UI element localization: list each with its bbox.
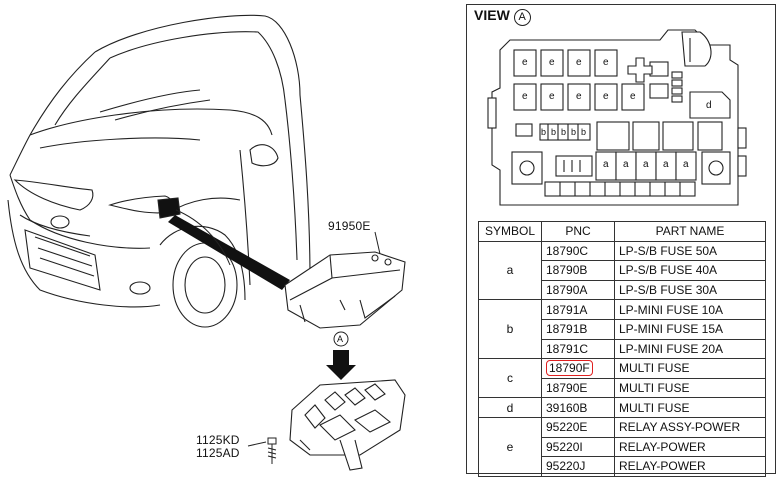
slot-label-a: a [623,159,629,170]
header-symbol: SYMBOL [478,221,542,242]
slot-label-e: e [576,57,582,68]
fuse-box-cover [284,251,406,329]
part-name-cell: RELAY-POWER [614,436,766,458]
symbol-cell: b [478,299,542,360]
slot-label-e: e [549,57,555,68]
symbol-cell: e [478,416,542,477]
table-row: b 18791A LP-MINI FUSE 10A [478,299,766,360]
slot-label-b: b [541,127,547,137]
bolt-label-1: 1125KD [196,433,240,447]
pnc-cell: 95220J [541,456,615,477]
table-row: 95220I RELAY-POWER [479,436,766,458]
fuse-box-top-view [487,29,747,206]
table-row: d 39160B MULTI FUSE [478,397,766,418]
symbol-cell: d [478,397,542,418]
highlighted-pnc[interactable]: 18790F [546,360,593,377]
pnc-cell: 18791A [541,299,615,320]
slot-label-a: a [643,159,649,170]
leader-bands [168,209,290,290]
view-marker-circle: A [513,9,531,26]
car-illustration [7,14,311,328]
slot-label-e: e [630,91,636,102]
bolt [247,437,277,464]
bolt-label-2: 1125AD [196,446,240,460]
part-name-cell: RELAY ASSY-POWER [614,416,766,438]
cover-leader-line [374,231,381,255]
slot-label-b: b [551,127,557,137]
table-row: 18791B LP-MINI FUSE 15A [479,318,766,340]
pnc-cell: 18791C [541,338,615,360]
pnc-cell: 18791B [541,318,615,340]
slot-label-e: e [576,91,582,102]
table-row: a 18790C LP-S/B FUSE 50A [478,240,766,301]
part-name-cell: LP-S/B FUSE 30A [614,279,766,301]
pnc-cell: 18790C [541,240,615,262]
view-marker-text: A [518,11,526,23]
part-name-cell: LP-S/B FUSE 40A [614,260,766,281]
slot-label-a: a [663,159,669,170]
pnc-cell: 18790B [541,260,615,281]
cover-part-label: 91950E [328,219,371,233]
symbol-cell: a [478,240,542,301]
view-arrow [326,331,356,380]
table-row: e 95220E RELAY ASSY-POWER [478,416,766,477]
fuse-box-body [289,379,406,471]
parts-table: SYMBOL PNC PART NAME a 18790C LP-S/B FUS… [478,221,766,477]
part-name-cell: LP-MINI FUSE 20A [614,338,766,360]
pnc-cell: 39160B [541,397,615,418]
symbol-cell: c [478,358,542,399]
slot-label-e: e [522,57,528,68]
part-name-cell: RELAY-POWER [614,456,766,477]
view-title-text: VIEW [474,7,510,23]
part-name-cell: LP-MINI FUSE 10A [614,299,766,320]
slot-label-a: a [603,159,609,170]
table-row: c 18790F MULTI FUSE [478,358,766,399]
slot-label-a: a [683,159,689,170]
slot-label-b: b [581,127,587,137]
slot-label-d: d [706,100,712,111]
table-row: 95220J RELAY-POWER [479,456,766,477]
pnc-cell: 95220I [541,436,615,458]
table-header-row: SYMBOL PNC PART NAME [478,221,766,242]
pnc-cell: 95220E [541,416,615,438]
slot-label-e: e [522,91,528,102]
slot-label-e: e [603,57,609,68]
part-name-cell: MULTI FUSE [614,358,766,379]
pnc-cell: 18790E [541,377,615,399]
table-row: 18790A LP-S/B FUSE 30A [479,279,766,301]
view-title: VIEW A [474,7,531,26]
header-pnc: PNC [541,221,615,242]
part-name-cell: LP-MINI FUSE 15A [614,318,766,340]
part-name-cell: LP-S/B FUSE 50A [614,240,766,262]
table-row: 18790E MULTI FUSE [479,377,766,399]
slot-label-e: e [549,91,555,102]
part-name-cell: MULTI FUSE [614,397,766,418]
slot-label-b: b [571,127,577,137]
slot-label-b: b [561,127,567,137]
part-name-cell: MULTI FUSE [614,377,766,399]
header-part-name: PART NAME [614,221,766,242]
slot-label-e: e [603,91,609,102]
pnc-cell: 18790A [541,279,615,301]
view-arrow-marker: A [337,334,344,344]
pnc-cell-highlighted[interactable]: 18790F [541,358,615,379]
